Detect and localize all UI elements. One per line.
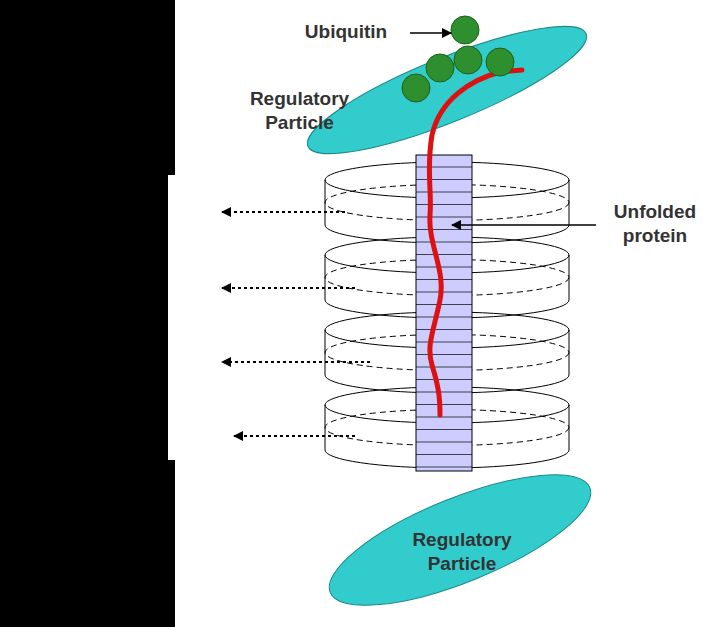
part-label: Ubiquitin [284, 20, 408, 44]
white-notch [168, 175, 175, 460]
leader-line [410, 32, 451, 34]
node-label: Regulatory Particle [222, 87, 377, 135]
release-arrows [222, 212, 370, 436]
leader-line [452, 224, 596, 226]
channel [416, 155, 472, 471]
ubiquitin-chain [402, 16, 514, 102]
black-panel [0, 0, 175, 627]
regulatory-particle: Regulatory Particle [322, 452, 598, 626]
node-label: Regulatory Particle [382, 528, 542, 576]
unfolded-protein-chain [429, 70, 522, 415]
part-label: Unfolded protein [596, 200, 714, 248]
